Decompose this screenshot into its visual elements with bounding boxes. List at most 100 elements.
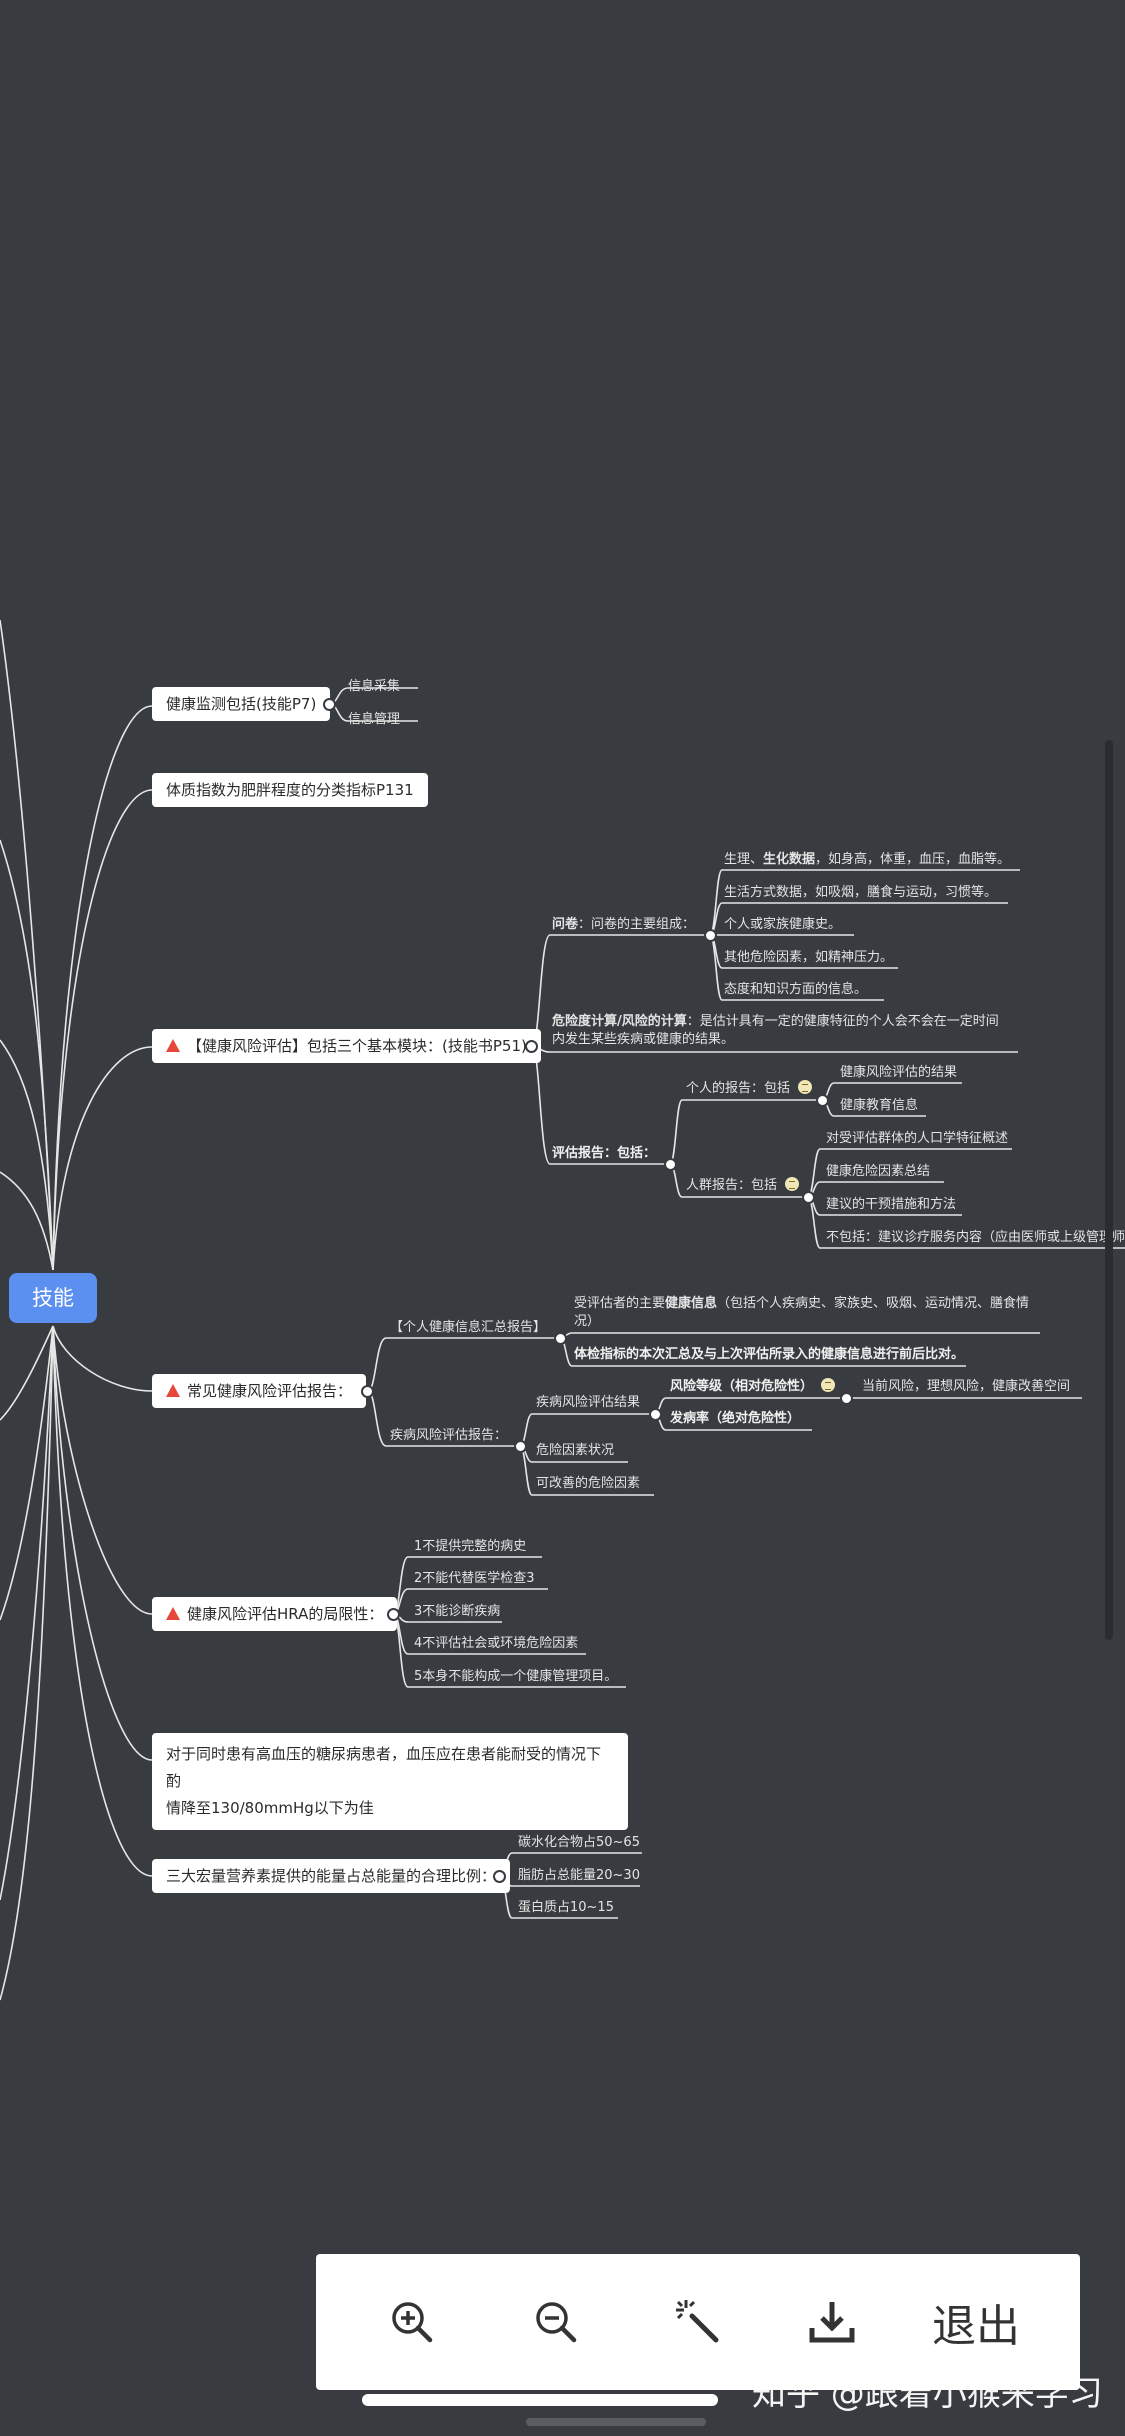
collapse-toggle[interactable] [361,1385,374,1398]
label: 人群报告：包括 [686,1178,778,1193]
leaf-info-collect[interactable]: 信息采集 [348,679,401,694]
branch-common-reports[interactable]: 常见健康风险评估报告： [152,1374,367,1408]
bold-label: 问卷 [552,917,579,932]
collapse-toggle[interactable] [514,1440,527,1453]
summary-report-node[interactable]: 【个人健康信息汇总报告】 [390,1320,547,1335]
limit-item[interactable]: 2不能代替医学检查3 [414,1571,535,1586]
leaf-info-manage[interactable]: 信息管理 [348,712,401,727]
disease-result-node[interactable]: 疾病风险评估结果 [536,1395,641,1410]
summary-item-health-info-line2: 况） [574,1314,601,1329]
risk-level-detail[interactable]: 当前风险，理想风险，健康改善空间 [862,1379,1071,1394]
incidence-node[interactable]: 发病率（绝对危险性） [670,1411,801,1426]
limit-item[interactable]: 5本身不能构成一个健康管理项目。 [414,1669,618,1684]
branch-label: 体质指数为肥胖程度的分类指标P131 [166,781,414,799]
leaf-questionnaire-item[interactable]: 态度和知识方面的信息。 [724,982,868,997]
collapse-toggle[interactable] [802,1191,815,1204]
collapse-toggle[interactable] [704,929,717,942]
zoom-in-icon [392,2302,433,2343]
zoom-out-button[interactable] [486,2254,626,2390]
disease-report-node[interactable]: 疾病风险评估报告： [390,1428,508,1443]
download-icon [809,2302,855,2343]
limit-item[interactable]: 4不评估社会或环境危险因素 [414,1636,579,1651]
branch-macronutrients[interactable]: 三大宏量营养素提供的能量占总能量的合理比例： [152,1859,511,1893]
collapse-toggle[interactable] [664,1158,677,1171]
report-node[interactable]: 评估报告：包括： [552,1146,657,1161]
magic-wand-button[interactable] [628,2254,768,2390]
macro-item[interactable]: 脂肪占总能量20~30 [518,1868,640,1883]
exit-label: 退出 [932,2301,1020,2352]
text-part: 生理、 [724,852,764,867]
bold-label: 危险度计算/风险的计算 [552,1014,687,1029]
branch-label: 【健康风险评估】包括三个基本模块：(技能书P51) [187,1037,527,1055]
label: 风险等级（相对危险性） [670,1379,814,1394]
bold-part: 生化数据 [763,852,816,867]
note-icon[interactable] [798,1080,813,1094]
risk-calc-node[interactable]: 危险度计算/风险的计算：是估计具有一定的健康特征的个人会不会在一定时间 [552,1013,999,1031]
collapse-toggle[interactable] [323,698,336,711]
branch-hra-limits[interactable]: 健康风险评估HRA的局限性： [152,1597,398,1631]
collapse-toggle[interactable] [493,1870,506,1883]
leaf-questionnaire-item[interactable]: 生活方式数据，如吸烟，膳食与运动，习惯等。 [724,885,998,900]
branch-label: 健康风险评估HRA的局限性： [187,1605,384,1623]
text-part: 受评估者的主要 [574,1296,666,1311]
label-rest: ：问卷的主要组成： [578,917,696,932]
warning-icon [166,1384,180,1397]
branch-bp-target[interactable]: 对于同时患有高血压的糖尿病患者，血压应在患者能耐受的情况下酌 情降至130/80… [152,1733,628,1830]
warning-icon [166,1039,180,1052]
note-icon[interactable] [821,1378,836,1392]
macro-item[interactable]: 碳水化合物占50~65 [518,1835,640,1850]
vertical-scrollbar[interactable] [1105,740,1113,1640]
personal-report-node[interactable]: 个人的报告：包括 [686,1080,813,1098]
leaf-questionnaire-item[interactable]: 其他危险因素，如精神压力。 [724,950,894,965]
note-icon[interactable] [785,1177,800,1191]
leaf-questionnaire-item[interactable]: 个人或家族健康史。 [724,917,842,932]
leaf-personal-item[interactable]: 健康风险评估的结果 [840,1065,958,1080]
exit-button[interactable]: 退出 [906,2254,1046,2390]
summary-item-health-info[interactable]: 受评估者的主要健康信息（包括个人疾病史、家族史、吸烟、运动情况、膳食情 [574,1295,1029,1313]
questionnaire-node[interactable]: 问卷：问卷的主要组成： [552,916,695,934]
bottom-toolbar: 退出 [316,2254,1080,2390]
modifiable-risk-factors[interactable]: 可改善的危险因素 [536,1476,641,1491]
secondary-indicator [526,2418,706,2426]
branch-hra-modules[interactable]: 【健康风险评估】包括三个基本模块：(技能书P51) [152,1029,541,1063]
leaf-group-item[interactable]: 健康危险因素总结 [826,1164,931,1179]
zoom-in-button[interactable] [342,2254,482,2390]
leaf-personal-item[interactable]: 健康教育信息 [840,1098,919,1113]
macro-item[interactable]: 蛋白质占10~15 [518,1900,614,1915]
zoom-out-icon [536,2302,577,2343]
watermark: 知乎 @跟着小猴来学习 [752,2374,1103,2414]
collapse-toggle[interactable] [816,1094,829,1107]
collapse-toggle[interactable] [525,1040,538,1053]
branch-health-monitor[interactable]: 健康监测包括(技能P7) [152,687,331,721]
root-node[interactable]: 技能 [9,1273,97,1323]
leaf-group-item[interactable]: 不包括：建议诊疗服务内容（应由医师或上级管理师 [826,1230,1125,1245]
risk-factor-status[interactable]: 危险因素状况 [536,1443,615,1458]
limit-item[interactable]: 3不能诊断疾病 [414,1604,501,1619]
magic-wand-icon [676,2300,719,2343]
leaf-group-item[interactable]: 对受评估群体的人口学特征概述 [826,1131,1009,1146]
collapse-toggle[interactable] [649,1408,662,1421]
leaf-group-item[interactable]: 建议的干预措施和方法 [826,1197,957,1212]
collapse-toggle[interactable] [554,1332,567,1345]
collapse-toggle[interactable] [387,1608,400,1621]
text-part: ，如身高，体重，血压，血脂等。 [815,852,1011,867]
label: 个人的报告：包括 [686,1081,791,1096]
download-button[interactable] [762,2254,902,2390]
branch-bmi[interactable]: 体质指数为肥胖程度的分类指标P131 [152,773,428,807]
summary-item-compare[interactable]: 体检指标的本次汇总及与上次评估所录入的健康信息进行前后比对。 [574,1347,965,1362]
branch-label: 常见健康风险评估报告： [187,1382,353,1400]
risk-calc-line2: 内发生某些疾病或健康的结果。 [552,1032,735,1047]
risk-level-node[interactable]: 风险等级（相对危险性） [670,1378,836,1396]
collapse-toggle[interactable] [840,1392,853,1405]
text-part: （包括个人疾病史、家族史、吸烟、运动情况、膳食情 [717,1296,1030,1311]
text-line: 情降至130/80mmHg以下为佳 [166,1799,374,1817]
text-line: 对于同时患有高血压的糖尿病患者，血压应在患者能耐受的情况下酌 [166,1745,602,1790]
bold-part: 健康信息 [665,1296,718,1311]
limit-item[interactable]: 1不提供完整的病史 [414,1539,527,1554]
group-report-node[interactable]: 人群报告：包括 [686,1177,800,1195]
branch-label: 三大宏量营养素提供的能量占总能量的合理比例： [166,1867,497,1885]
text-part: ：是估计具有一定的健康特征的个人会不会在一定时间 [686,1014,999,1029]
leaf-questionnaire-item[interactable]: 生理、生化数据，如身高，体重，血压，血脂等。 [724,851,1010,869]
home-indicator[interactable] [362,2394,718,2406]
